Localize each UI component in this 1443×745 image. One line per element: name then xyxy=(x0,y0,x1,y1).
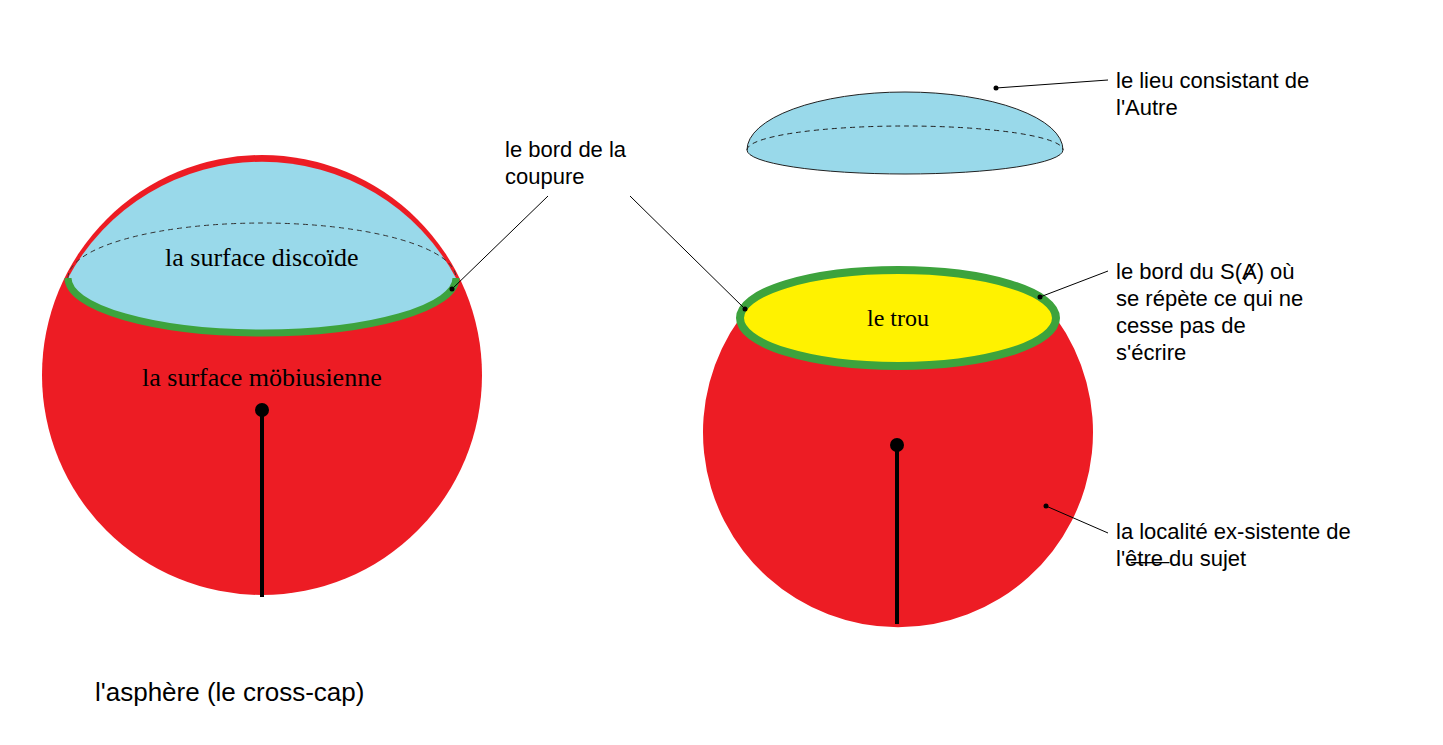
leader-dot xyxy=(450,287,455,292)
self-intersection-line xyxy=(260,410,264,597)
callout-label: le bord du S(Ⱥ) où se répète ce qui ne c… xyxy=(1116,258,1321,366)
leader-line xyxy=(630,196,745,309)
node-text: la surface discoïde xyxy=(165,243,358,273)
hole-label: le trou xyxy=(863,303,933,334)
node-text: le trou xyxy=(867,305,929,332)
discoid-surface xyxy=(68,162,456,333)
self-intersection-line xyxy=(895,445,899,624)
leader-line xyxy=(452,196,548,289)
hidden-edge xyxy=(747,126,1063,150)
point xyxy=(255,403,269,417)
leader-line xyxy=(996,80,1108,88)
leader-line xyxy=(1046,506,1108,533)
region-label: la surface discoïde xyxy=(161,241,362,275)
callout-label: le bord de la coupure xyxy=(505,136,655,190)
point xyxy=(890,438,904,452)
region-label: la surface möbiusienne xyxy=(138,361,386,395)
cut-edge xyxy=(68,278,456,333)
leader-dot xyxy=(994,86,999,91)
leader-line xyxy=(1040,271,1108,297)
hole xyxy=(740,270,1056,366)
hidden-edge xyxy=(68,223,456,278)
callout-label: le lieu consistant de l'Autre xyxy=(1116,67,1321,121)
caption: l'asphère (le cross-cap) xyxy=(95,677,364,708)
leader-dot xyxy=(743,307,748,312)
leader-dot xyxy=(1044,504,1049,509)
other-cap xyxy=(747,92,1063,174)
node-text: la surface möbiusienne xyxy=(142,363,382,393)
callout-label: la localité ex-sistente de l'ê̶t̶r̶e̶ du… xyxy=(1116,518,1366,572)
leader-dot xyxy=(1038,295,1043,300)
